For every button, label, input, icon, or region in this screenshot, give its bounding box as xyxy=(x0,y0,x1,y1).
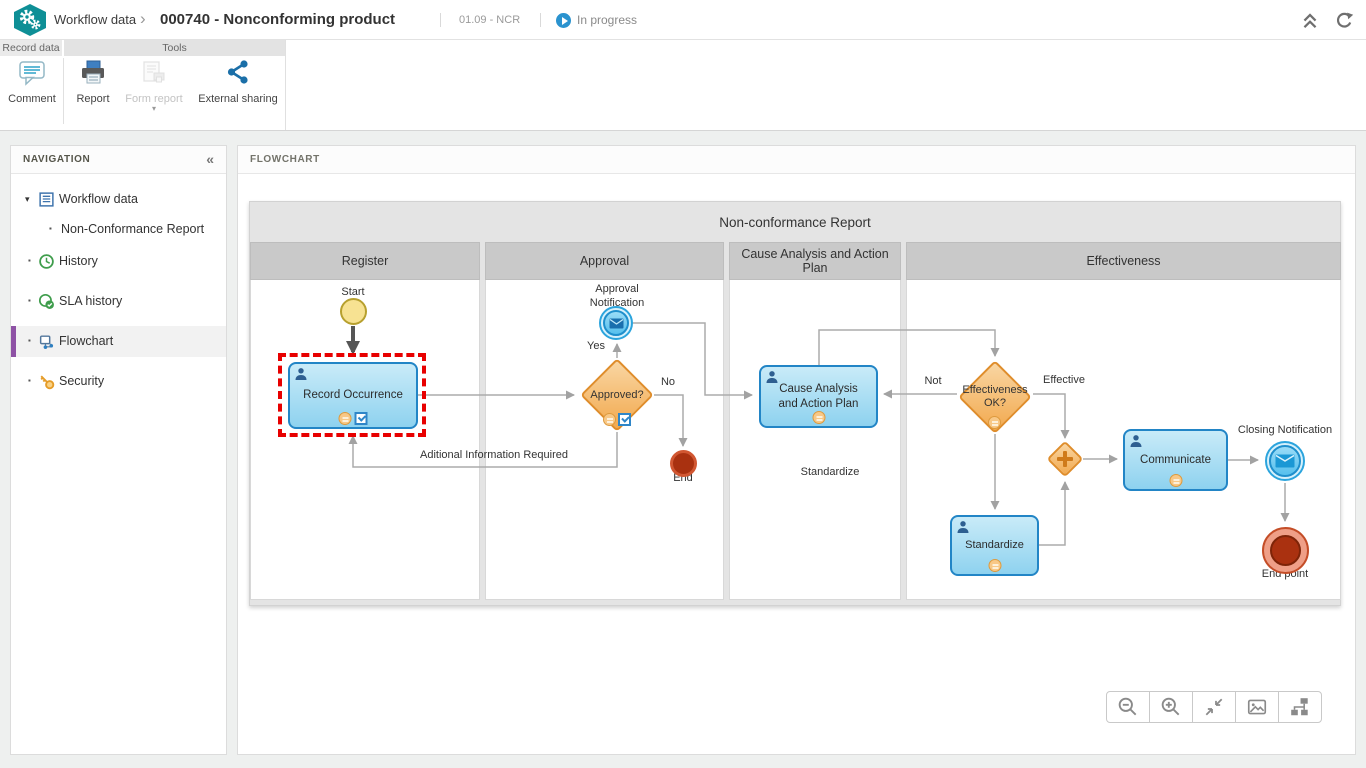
start-event[interactable] xyxy=(340,298,367,325)
divider xyxy=(440,13,441,27)
fit-to-screen-button[interactable] xyxy=(1192,691,1236,723)
user-icon xyxy=(957,521,969,533)
comment-icon xyxy=(5,59,59,89)
sidebar-item-non-conformance-report[interactable]: ▪ Non-Conformance Report xyxy=(11,214,226,245)
form-report-icon xyxy=(120,59,188,89)
gateway-effectiveness-ok[interactable]: Effectiveness OK? xyxy=(958,360,1032,434)
user-icon xyxy=(1130,435,1142,447)
lane-body xyxy=(729,280,901,600)
flowchart-icon xyxy=(38,333,55,350)
divider xyxy=(285,40,286,130)
navigation-panel: NAVIGATION « ▾ Workflow data ▪ Non-Confo… xyxy=(10,145,227,755)
flowchart-panel-header: FLOWCHART xyxy=(238,146,1355,174)
checklist-icon xyxy=(354,412,368,425)
diagram-icon xyxy=(1291,698,1308,716)
event-approval-notification[interactable] xyxy=(599,306,633,340)
report-button[interactable]: Report xyxy=(70,59,116,123)
zoom-out-button[interactable] xyxy=(1106,691,1150,723)
sidebar-item-flowchart[interactable]: ▪ Flowchart xyxy=(11,326,226,357)
lane-header: Cause Analysis and Action Plan xyxy=(729,242,901,280)
image-icon xyxy=(1247,699,1267,715)
document-icon xyxy=(38,191,55,208)
gateway-parallel[interactable] xyxy=(1046,440,1084,478)
user-icon xyxy=(766,371,778,383)
checklist-icon xyxy=(618,413,631,426)
active-indicator xyxy=(11,326,16,357)
refresh-icon[interactable] xyxy=(1334,10,1354,30)
form-icon xyxy=(1169,474,1182,487)
report-printer-icon xyxy=(70,59,116,89)
pool-title: Non-conformance Report xyxy=(719,215,871,230)
end-event[interactable] xyxy=(670,450,697,477)
form-icon xyxy=(988,559,1001,572)
flowchart-panel: FLOWCHART Non-conformance Report Registe… xyxy=(237,145,1356,755)
workflow-version: 01.09 - NCR xyxy=(459,14,521,26)
lane-header: Register xyxy=(250,242,480,280)
sla-history-icon xyxy=(38,293,55,310)
sidebar-item-sla-history[interactable]: ▪ SLA history xyxy=(11,286,226,317)
bullet-icon: ▪ xyxy=(49,224,52,233)
navigation-panel-title: NAVIGATION xyxy=(23,154,91,165)
flowchart-panel-title: FLOWCHART xyxy=(250,154,320,165)
gateway-approved[interactable]: Approved? xyxy=(580,358,654,432)
task-record-occurrence[interactable]: Record Occurrence xyxy=(288,362,418,429)
bullet-icon: ▪ xyxy=(28,256,31,265)
collapse-header-icon[interactable] xyxy=(1301,10,1321,30)
form-report-caret-icon: ▾ xyxy=(151,104,156,113)
history-clock-icon xyxy=(38,253,55,270)
task-standardize[interactable]: Standardize xyxy=(950,515,1039,576)
expand-caret-icon[interactable]: ▾ xyxy=(25,194,30,204)
fit-to-screen-icon xyxy=(1205,698,1223,716)
sidebar-item-security[interactable]: ▪ Security xyxy=(11,366,226,397)
form-icon xyxy=(603,413,616,426)
ribbon-toolbar: Record data Tools Comment xyxy=(0,40,1366,131)
breadcrumb-chevron-icon: › xyxy=(140,9,146,28)
user-icon xyxy=(295,368,307,380)
divider xyxy=(63,58,64,124)
divider xyxy=(540,13,541,27)
app-logo xyxy=(14,4,46,36)
external-sharing-button[interactable]: External sharing xyxy=(194,59,282,123)
diagram-zoom-toolbar xyxy=(1106,691,1322,723)
diagram-view-button[interactable] xyxy=(1278,691,1322,723)
message-icon xyxy=(1275,454,1295,468)
form-icon xyxy=(812,411,825,424)
bullet-icon: ▪ xyxy=(28,296,31,305)
form-report-button: Form report ▾ xyxy=(120,59,188,123)
navigation-panel-header: NAVIGATION « xyxy=(11,146,226,174)
sidebar-item-workflow-data[interactable]: ▾ Workflow data xyxy=(11,184,226,215)
lane-body xyxy=(250,280,480,600)
form-icon xyxy=(338,412,352,425)
bpmn-diagram: Non-conformance Report Register Approval… xyxy=(249,201,1341,606)
lane-header: Effectiveness xyxy=(906,242,1341,280)
top-bar: Workflow data › 000740 - Nonconforming p… xyxy=(0,0,1366,40)
external-sharing-icon xyxy=(194,59,282,89)
task-communicate[interactable]: Communicate xyxy=(1123,429,1228,491)
status-badge: In progress xyxy=(577,13,638,27)
task-cause-analysis[interactable]: Cause Analysis and Action Plan xyxy=(759,365,878,428)
end-point-event[interactable] xyxy=(1262,527,1309,574)
bullet-icon: ▪ xyxy=(28,376,31,385)
page-title: 000740 - Nonconforming product xyxy=(160,11,396,28)
event-closing-notification[interactable] xyxy=(1265,441,1305,481)
zoom-in-button[interactable] xyxy=(1149,691,1193,723)
ribbon-group-tools: Tools xyxy=(64,40,285,56)
form-icon xyxy=(988,416,1001,429)
gears-icon xyxy=(19,9,41,30)
ribbon-group-record-data: Record data xyxy=(0,40,62,56)
lane-header: Approval xyxy=(485,242,724,280)
comment-button[interactable]: Comment xyxy=(5,59,59,123)
zoom-out-icon xyxy=(1118,697,1137,716)
security-key-icon xyxy=(38,373,55,390)
collapse-sidebar-icon[interactable]: « xyxy=(206,151,214,167)
bullet-icon: ▪ xyxy=(28,336,31,345)
plus-icon xyxy=(1063,451,1067,467)
sidebar-item-history[interactable]: ▪ History xyxy=(11,246,226,277)
export-image-button[interactable] xyxy=(1235,691,1279,723)
message-icon xyxy=(609,318,623,328)
zoom-in-icon xyxy=(1161,697,1180,716)
in-progress-icon xyxy=(556,13,571,28)
breadcrumb[interactable]: Workflow data xyxy=(54,12,137,27)
